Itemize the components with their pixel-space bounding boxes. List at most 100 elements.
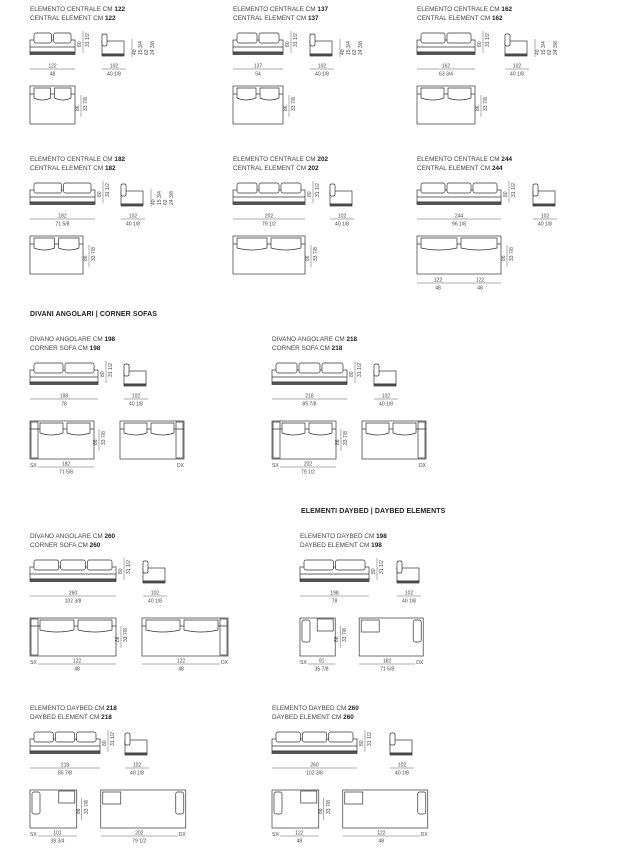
daybed-dx-cushion [412,619,422,643]
plan-plan-outline [416,85,476,125]
sx-width-in: 79 1/2 [301,470,315,476]
plan-sx-plan-cushion [66,422,91,436]
plan-plan-cushion [420,237,458,251]
plan-dx-plan-outline [361,420,427,460]
plan-plan-cushion [236,87,257,101]
depth-in: 40 1/8 [126,222,140,228]
front-back-cushion [33,731,54,743]
depth-cm: 102 [132,394,141,400]
plan-dx-plan-cushion [392,422,417,436]
depth-cm: 102 [151,591,160,597]
plan-dx-plan-cushion [183,619,219,633]
plan-depth-v2: 33 7/8 [342,628,348,642]
side-side-back [101,33,108,47]
depth-in: 40 1/8 [129,402,143,408]
dx-width-cm: 122 [177,659,186,665]
plan-depth-v1: 86 [93,439,99,445]
side-side-back [389,732,396,746]
side-side-base [532,203,556,207]
front-depth-v2: 31 1/2 [379,560,385,574]
front-base [271,381,348,385]
plan-depth-v2: 33 7/8 [313,247,319,261]
side-side-base [396,580,420,584]
plan-plan-cushion [460,237,498,251]
front-back-cushion [76,731,97,743]
plan-sx-plan-outline [271,420,337,460]
sx-label: SX [272,832,279,838]
front-back-cushion [33,32,52,44]
daybed-sx-outline [29,789,78,829]
depth-in: 40 1/8 [148,599,162,605]
front-back-cushion [446,32,472,44]
plan-plan-outline [416,235,502,275]
daybed-dx-cushion [417,791,427,815]
plan-depth-v2: 33 7/8 [91,247,97,261]
front-base [29,381,99,385]
side-side-base [120,203,144,207]
width-in: 78 [61,402,67,408]
plan-plan-outline [29,85,76,125]
front-base [29,201,96,205]
daybed-dx-cushion [175,791,185,815]
front-back-cushion [54,731,76,743]
plan-depth-v1: 86 [76,808,82,814]
width-in: 63 3/4 [439,72,453,78]
front-back-cushion [33,182,62,194]
front-base [29,51,76,55]
sx-width-in: 39 3/4 [50,839,64,845]
plan-sx-plan-cushion [281,422,306,436]
plan-plan-cushion [54,87,72,101]
h3: 62 [144,49,150,55]
plan-depth-v1: 86 [475,105,481,111]
front-back-cushion [328,731,354,743]
daybed-dx-back [344,791,364,805]
plan-sx-plan-cushion [39,422,64,436]
sx-label: SX [30,832,37,838]
daybed-sx-back [58,790,76,804]
front-depth-v2: 31 1/2 [105,183,111,197]
front-back-cushion [298,362,321,374]
front-back-cushion [60,559,86,571]
plan-dx-plan-outline [119,420,185,460]
plan-dx-plan-arm-right [175,421,184,459]
plan-plan-cushion [270,237,302,251]
front-depth-v2: 31 1/2 [110,732,116,746]
daybed-sx-cushion [31,791,41,815]
plan-depth-v1: 86 [305,255,311,261]
front-back-cushion [236,32,258,44]
side-side-back [373,363,380,377]
dx-width-cm: 182 [383,659,392,665]
width-cm: 162 [442,64,451,70]
section-title-corner-sofas: DIVANI ANGOLARI | CORNER SOFAS [30,311,158,318]
depth-cm: 102 [129,214,138,220]
front-base [232,51,284,55]
front-depth-v1: 80 [77,41,83,47]
sx-width-cm: 202 [304,462,313,468]
plan-plan-cushion [58,237,80,251]
part1-in: 48 [435,286,441,292]
side-side-back [124,732,131,746]
plan-sx-plan-arm-left [30,618,39,656]
side-side-base [373,383,397,387]
plan-sx-plan-outline [29,617,117,657]
front-depth-v2: 31 1/2 [357,363,363,377]
plan-depth-v1: 86 [75,105,81,111]
front-base [232,201,306,205]
h2: 15 3/4 [138,41,144,55]
sx-width-in: 48 [74,667,80,673]
front-depth-v2: 31 1/2 [367,732,373,746]
front-back-cushion [258,32,280,44]
front-back-cushion [446,182,472,194]
part2-in: 48 [477,286,483,292]
front-back-cushion [420,182,446,194]
